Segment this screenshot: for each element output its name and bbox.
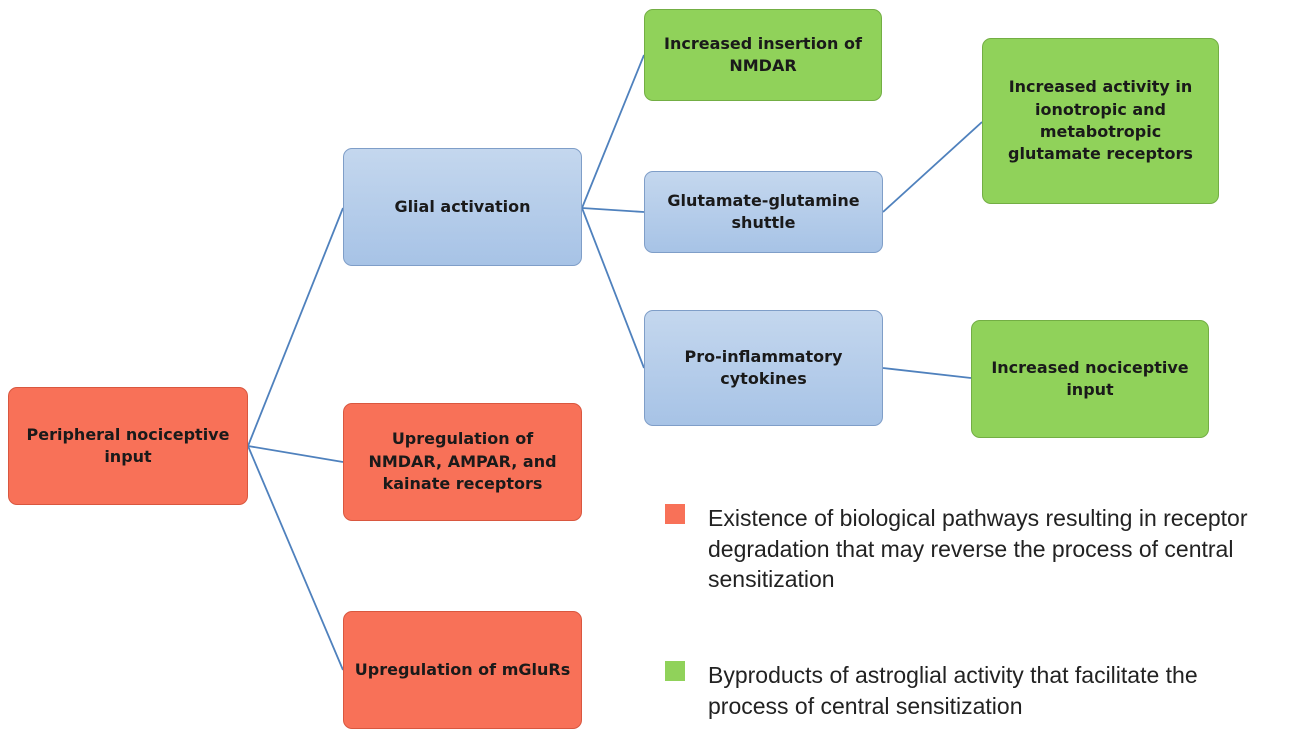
node-increased-insertion-nmdar: Increased insertion of NMDAR — [644, 9, 882, 101]
connector-peripheral-upreg-mglurs — [247, 445, 344, 671]
connector-glial-cytokines — [581, 207, 645, 369]
node-increased-activity-glutamate-receptors: Increased activity in ionotropic and met… — [982, 38, 1219, 204]
connector-peripheral-upreg-nmdar — [247, 445, 344, 463]
node-glial-activation: Glial activation — [343, 148, 582, 266]
node-increased-nociceptive-input: Increased nociceptive input — [971, 320, 1209, 438]
connector-peripheral-glial — [247, 207, 344, 447]
legend-swatch-red — [665, 504, 685, 524]
legend-text-red: Existence of biological pathways resulti… — [708, 505, 1248, 593]
connector-shuttle-glutamate-receptors — [882, 121, 983, 213]
node-glutamate-glutamine-shuttle: Glutamate-glutamine shuttle — [644, 171, 883, 253]
connector-cytokines-nociceptive — [882, 367, 972, 379]
node-upregulation-mglurs: Upregulation of mGluRs — [343, 611, 582, 729]
node-pro-inflammatory-cytokines: Pro-inflammatory cytokines — [644, 310, 883, 426]
legend-swatch-green — [665, 661, 685, 681]
connector-glial-nmdar-insertion — [581, 54, 645, 209]
legend-text-green: Byproducts of astroglial activity that f… — [708, 662, 1198, 719]
node-upregulation-nmdar-ampar-kainate: Upregulation of NMDAR, AMPAR, and kainat… — [343, 403, 582, 521]
connector-glial-shuttle — [581, 207, 645, 213]
node-peripheral-nociceptive-input: Peripheral nociceptive input — [8, 387, 248, 505]
